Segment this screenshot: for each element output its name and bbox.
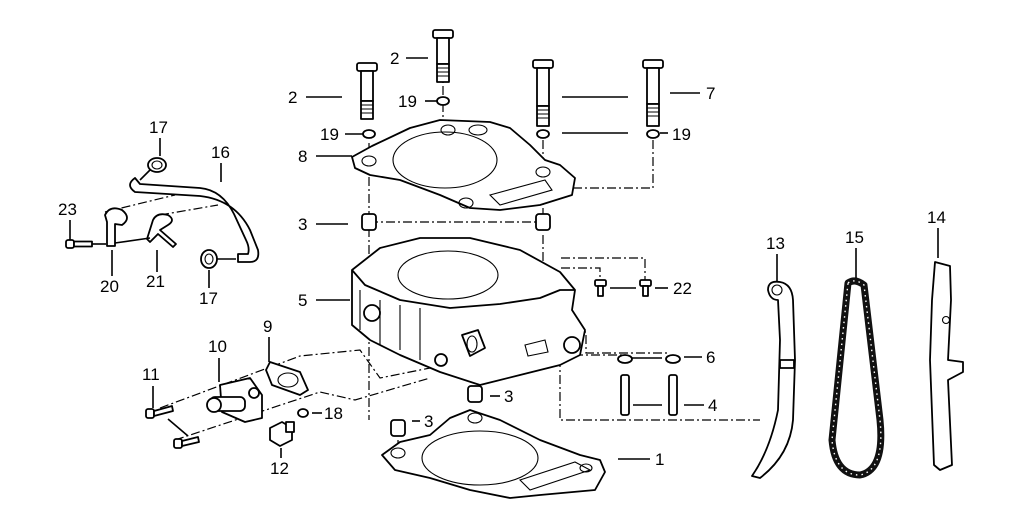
callout-22[interactable]: 22 [673,279,692,298]
callout-23[interactable]: 23 [58,200,77,219]
callout-2[interactable]: 2 [288,88,297,107]
hose-16 [129,177,260,263]
bolts-11 [145,405,200,449]
plug-bolt-12 [269,421,295,447]
head-gasket-8 [351,119,576,211]
bolt-unlabeled [532,59,554,127]
leader-lines [69,57,939,460]
clamps-17 [139,157,236,269]
callout-3[interactable]: 3 [424,412,433,431]
callout-1[interactable]: 1 [655,450,664,469]
callout-17[interactable]: 17 [199,289,218,308]
callout-19[interactable]: 19 [320,125,339,144]
callout-19[interactable]: 19 [398,92,417,111]
dowels-3 [361,213,551,437]
callout-8[interactable]: 8 [298,147,307,166]
callout-20[interactable]: 20 [100,277,119,296]
callout-6[interactable]: 6 [706,348,715,367]
callout-14[interactable]: 14 [927,208,946,227]
callout-16[interactable]: 16 [211,143,230,162]
bolt-2-center [432,29,454,83]
callout-11[interactable]: 11 [142,365,160,384]
base-gasket-1 [381,409,606,499]
chain-guide-14 [929,261,964,471]
bolt-2-left [356,62,378,120]
callout-13[interactable]: 13 [766,234,785,253]
studs-4 [620,374,678,416]
callout-labels: 2 2 19 19 19 7 8 3 3 3 5 22 6 4 1 9 10 1… [58,49,946,478]
cam-chain-15 [828,277,885,479]
tensioner-guide-13 [751,280,796,479]
callout-17[interactable]: 17 [149,118,168,137]
callout-9[interactable]: 9 [263,317,272,336]
callout-18[interactable]: 18 [324,404,343,423]
hose-clip-21 [146,213,177,248]
callout-19[interactable]: 19 [672,125,691,144]
bolts-22 [594,279,652,297]
callout-3[interactable]: 3 [504,387,513,406]
cylinder-5 [351,237,586,386]
callout-12[interactable]: 12 [270,459,289,478]
callout-2[interactable]: 2 [390,49,399,68]
tensioner-10 [206,377,263,423]
callout-15[interactable]: 15 [845,228,864,247]
bolt-7 [642,59,664,127]
callout-5[interactable]: 5 [298,291,307,310]
callout-21[interactable]: 21 [146,272,165,291]
o-ring-18 [297,408,309,418]
callout-10[interactable]: 10 [208,337,227,356]
tensioner-gasket-9 [265,361,309,396]
callout-3[interactable]: 3 [298,215,307,234]
hose-holder-20 [104,207,128,247]
callout-4[interactable]: 4 [708,396,717,415]
callout-7[interactable]: 7 [706,84,715,103]
washers-6 [617,354,681,364]
